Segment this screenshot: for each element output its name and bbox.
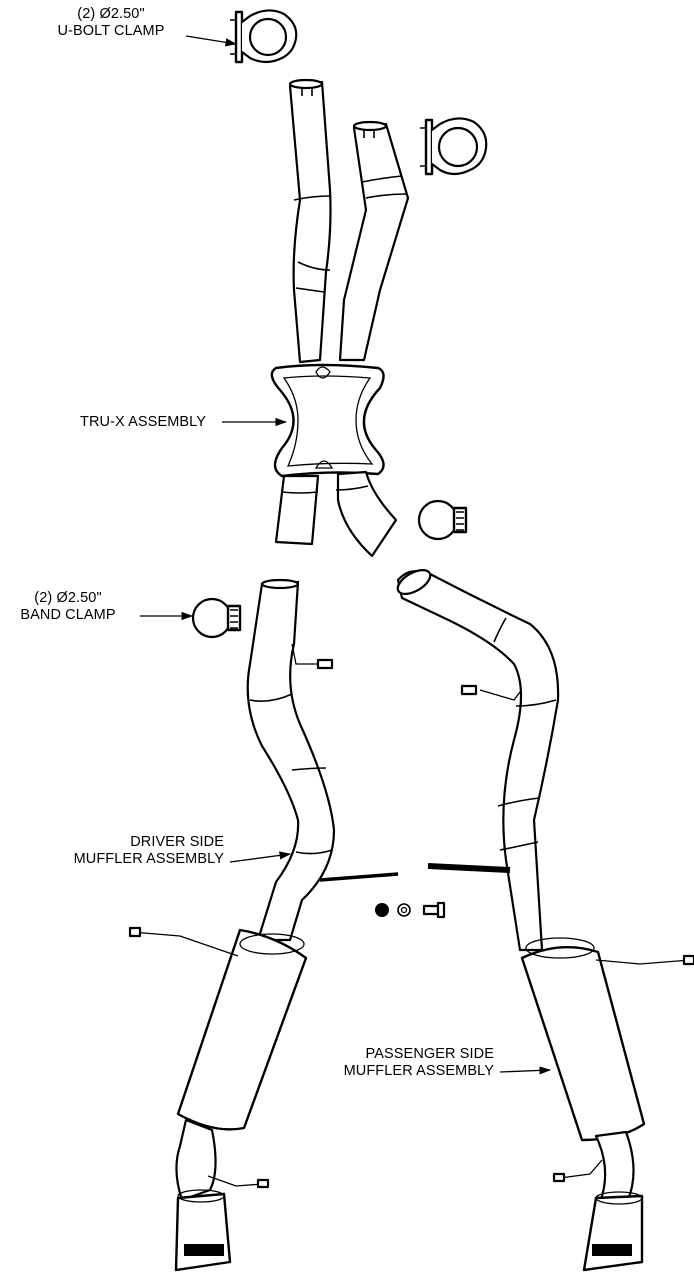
nut-icon xyxy=(375,903,389,917)
ubolt-clamp-name: U-BOLT CLAMP xyxy=(57,23,165,39)
leader-driver-muffler xyxy=(229,851,292,863)
passenger-muffler-side: PASSENGER SIDE xyxy=(365,1046,494,1062)
leader-ubolt-clamp xyxy=(185,35,238,47)
band-clamp-qty: (2) Ø2.50" xyxy=(34,590,102,606)
band-clamp-left xyxy=(191,597,242,639)
u-bolt-clamp-top xyxy=(230,9,298,64)
passenger-side-muffler-assembly xyxy=(396,568,694,1272)
washer-icon xyxy=(397,903,411,917)
passenger-muffler-name: MUFFLER ASSEMBLY xyxy=(343,1063,494,1079)
ubolt-clamp-label: (2) Ø2.50" U-BOLT CLAMP xyxy=(48,6,174,40)
leader-passenger-muffler xyxy=(499,1066,552,1075)
tru-x-assembly xyxy=(270,78,410,558)
passenger-muffler-label: PASSENGER SIDE MUFFLER ASSEMBLY xyxy=(330,1046,494,1080)
hanger-rod-right xyxy=(427,863,511,873)
driver-muffler-name: MUFFLER ASSEMBLY xyxy=(73,851,224,867)
band-clamp-name: BAND CLAMP xyxy=(20,607,116,623)
driver-side-muffler-assembly xyxy=(128,578,336,1272)
u-bolt-clamp-right xyxy=(420,117,488,176)
driver-muffler-label: DRIVER SIDE MUFFLER ASSEMBLY xyxy=(60,834,224,868)
ubolt-clamp-qty: (2) Ø2.50" xyxy=(77,6,145,22)
hanger-rod-left xyxy=(319,872,399,882)
bolt-icon xyxy=(422,901,446,919)
band-clamp-label: (2) Ø2.50" BAND CLAMP xyxy=(8,590,128,624)
trux-assembly-label: TRU-X ASSEMBLY xyxy=(80,414,207,430)
driver-muffler-side: DRIVER SIDE xyxy=(130,834,224,850)
band-clamp-right xyxy=(417,499,468,541)
